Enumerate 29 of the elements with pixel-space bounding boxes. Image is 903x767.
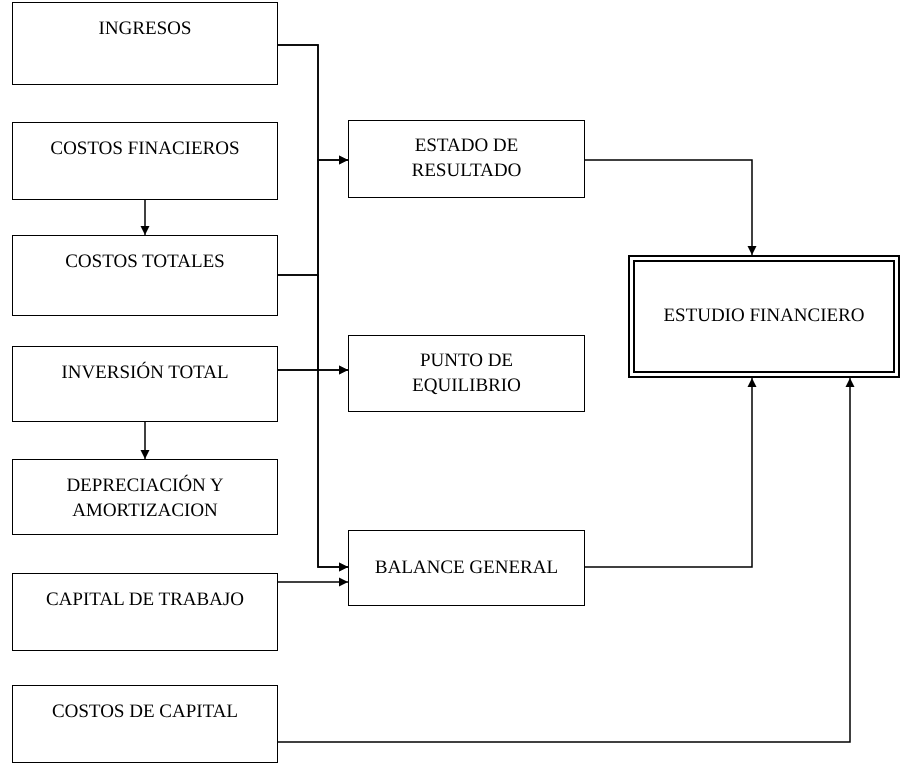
box-label: ESTADO DE RESULTADO (410, 134, 522, 183)
process-box (12, 2, 278, 85)
box-label: INGRESOS (98, 17, 192, 41)
arrow (140, 200, 150, 235)
box-label: BALANCE GENERAL (374, 556, 558, 580)
box-label: PUNTO DE EQUILIBRIO (411, 348, 522, 398)
process-box (12, 573, 278, 651)
process-box (348, 335, 585, 412)
process-box (12, 685, 278, 763)
box-label: DEPRECIACIÓN Y AMORTIZACION (65, 474, 225, 523)
box-label: ESTUDIO FINANCIERO (663, 304, 865, 328)
process-box (348, 530, 585, 606)
process-box (12, 235, 278, 316)
arrow (585, 159, 756, 255)
process-box (348, 120, 585, 198)
arrow (278, 578, 348, 586)
box-label: CAPITAL DE TRABAJO (46, 588, 244, 612)
process-box (12, 346, 278, 422)
arrow (278, 369, 348, 572)
process-box (628, 255, 900, 378)
box-label: COSTOS DE CAPITAL (52, 700, 238, 724)
arrow (140, 422, 150, 459)
arrow (278, 378, 854, 743)
box-label: COSTOS FINACIEROS (50, 137, 240, 161)
box-label: COSTOS TOTALES (65, 250, 225, 274)
arrow (585, 378, 756, 568)
box-label: INVERSIÓN TOTAL (61, 361, 229, 385)
process-box (12, 459, 278, 535)
process-box (12, 122, 278, 200)
